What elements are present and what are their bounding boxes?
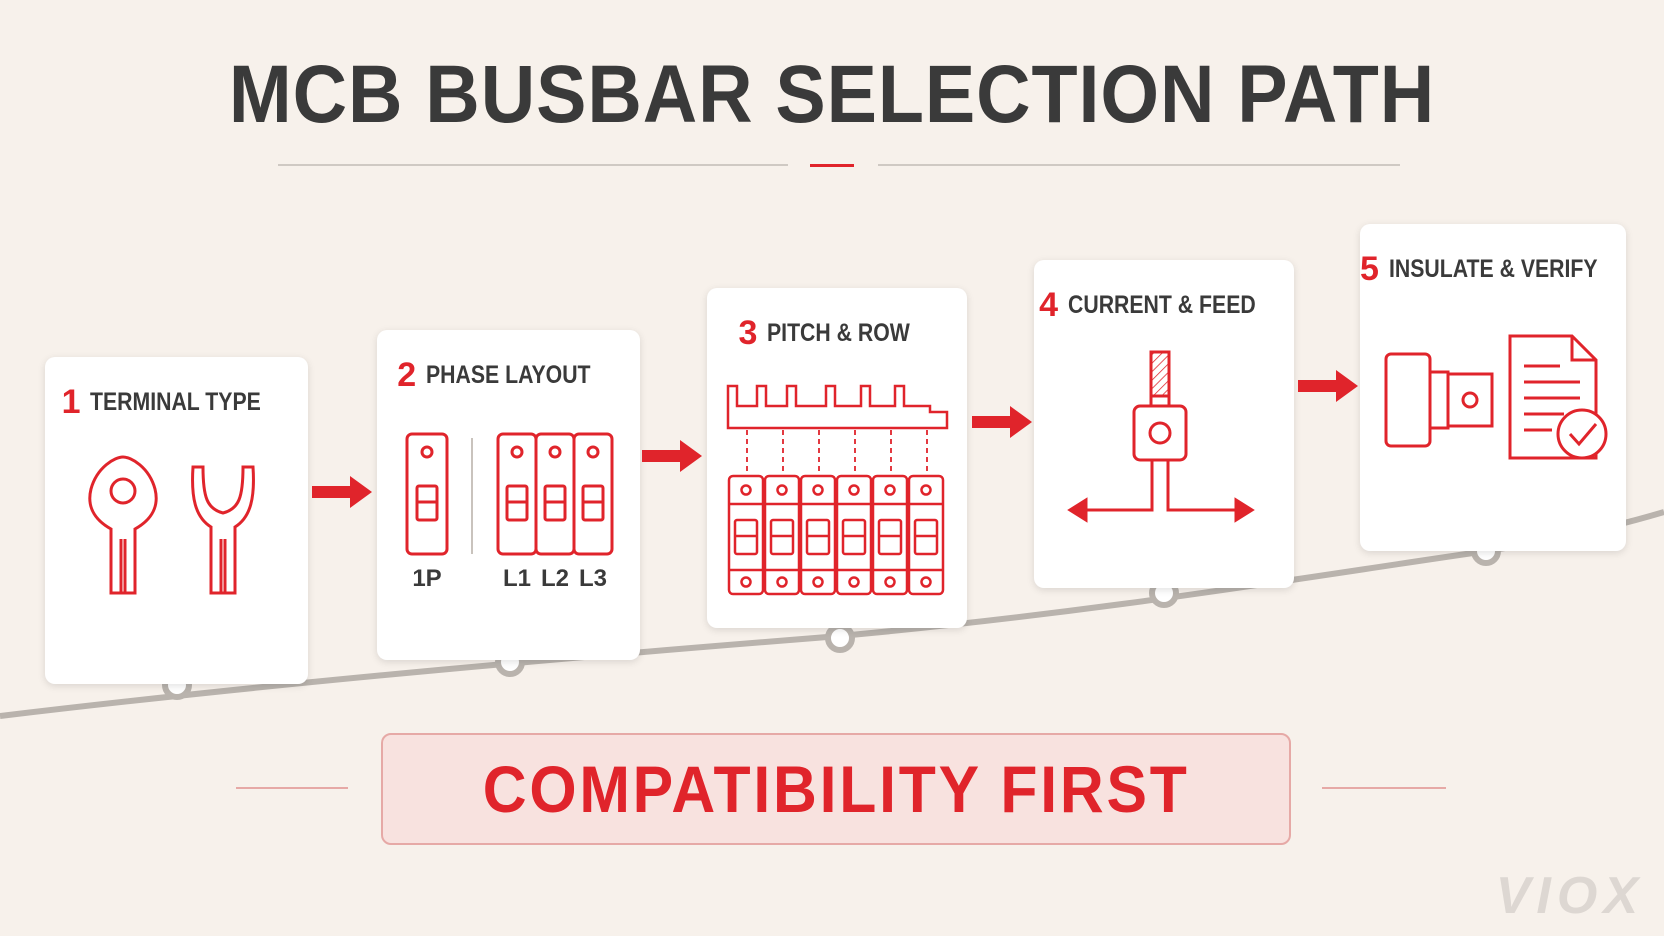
step-card-insulate-verify: 5 INSULATE & VERIFY — [1360, 224, 1626, 551]
page-title: MCB BUSBAR SELECTION PATH — [228, 49, 1436, 140]
busbar-pitch-row-icon — [726, 384, 949, 596]
title-divider-left — [278, 164, 788, 166]
phase-label-l1: L1 — [503, 565, 531, 592]
step-label: CURRENT & FEED — [1068, 291, 1256, 319]
banner-text: COMPATIBILITY FIRST — [482, 752, 1190, 826]
banner-rule-right — [1322, 787, 1446, 789]
step-label: TERMINAL TYPE — [90, 388, 262, 416]
breaker-module-6 — [907, 474, 945, 596]
three-pole-breaker-icon — [496, 432, 614, 556]
arrow-1-to-2 — [312, 476, 372, 508]
step-card-phase-layout: 2 PHASE LAYOUT 1P L1 L2 L3 — [377, 330, 640, 660]
phase-label-1p: 1P — [412, 565, 441, 592]
breaker-module-1 — [727, 474, 765, 596]
banner-rule-left — [236, 787, 348, 789]
step-label: PHASE LAYOUT — [426, 361, 591, 389]
breaker-module-3 — [799, 474, 837, 596]
arrow-3-to-4 — [972, 406, 1032, 438]
single-pole-breaker-icon — [405, 432, 449, 556]
arrow-4-to-5 — [1298, 370, 1358, 402]
step-number: 4 — [1039, 286, 1059, 324]
title-divider-accent — [810, 164, 854, 167]
phase-label-l3: L3 — [579, 565, 607, 592]
compatibility-banner: COMPATIBILITY FIRST — [381, 733, 1291, 845]
breaker-module-2 — [763, 474, 801, 596]
fork-terminal-icon — [191, 465, 255, 595]
step-header: 5 INSULATE & VERIFY — [1360, 250, 1626, 289]
step-label: PITCH & ROW — [767, 319, 911, 347]
arrow-2-to-3 — [642, 440, 702, 472]
step-header: 4 CURRENT & FEED — [1034, 286, 1294, 325]
step-header: 1 TERMINAL TYPE — [45, 383, 308, 422]
step-number: 1 — [61, 383, 81, 421]
step-header: 2 PHASE LAYOUT — [377, 356, 640, 395]
ring-terminal-icon — [88, 455, 158, 595]
step-number: 5 — [1360, 250, 1379, 288]
step-number: 2 — [397, 356, 417, 394]
feed-terminal-icon — [1067, 350, 1255, 523]
step-label: INSULATE & VERIFY — [1388, 255, 1598, 283]
breaker-module-5 — [871, 474, 909, 596]
phase-label-l2: L2 — [541, 565, 569, 592]
checklist-document-icon — [1508, 334, 1608, 460]
step-card-pitch-row: 3 PITCH & ROW — [707, 288, 967, 628]
breaker-module-4 — [835, 474, 873, 596]
step-header: 3 PITCH & ROW — [707, 314, 967, 353]
insulation-cap-icon — [1384, 352, 1494, 448]
step-card-current-feed: 4 CURRENT & FEED — [1034, 260, 1294, 588]
viox-logo: VIOX — [1495, 867, 1644, 925]
step-card-terminal-type: 1 TERMINAL TYPE — [45, 357, 308, 684]
track-node-3 — [825, 623, 855, 653]
step-number: 3 — [738, 314, 758, 352]
title-divider-right — [878, 164, 1400, 166]
